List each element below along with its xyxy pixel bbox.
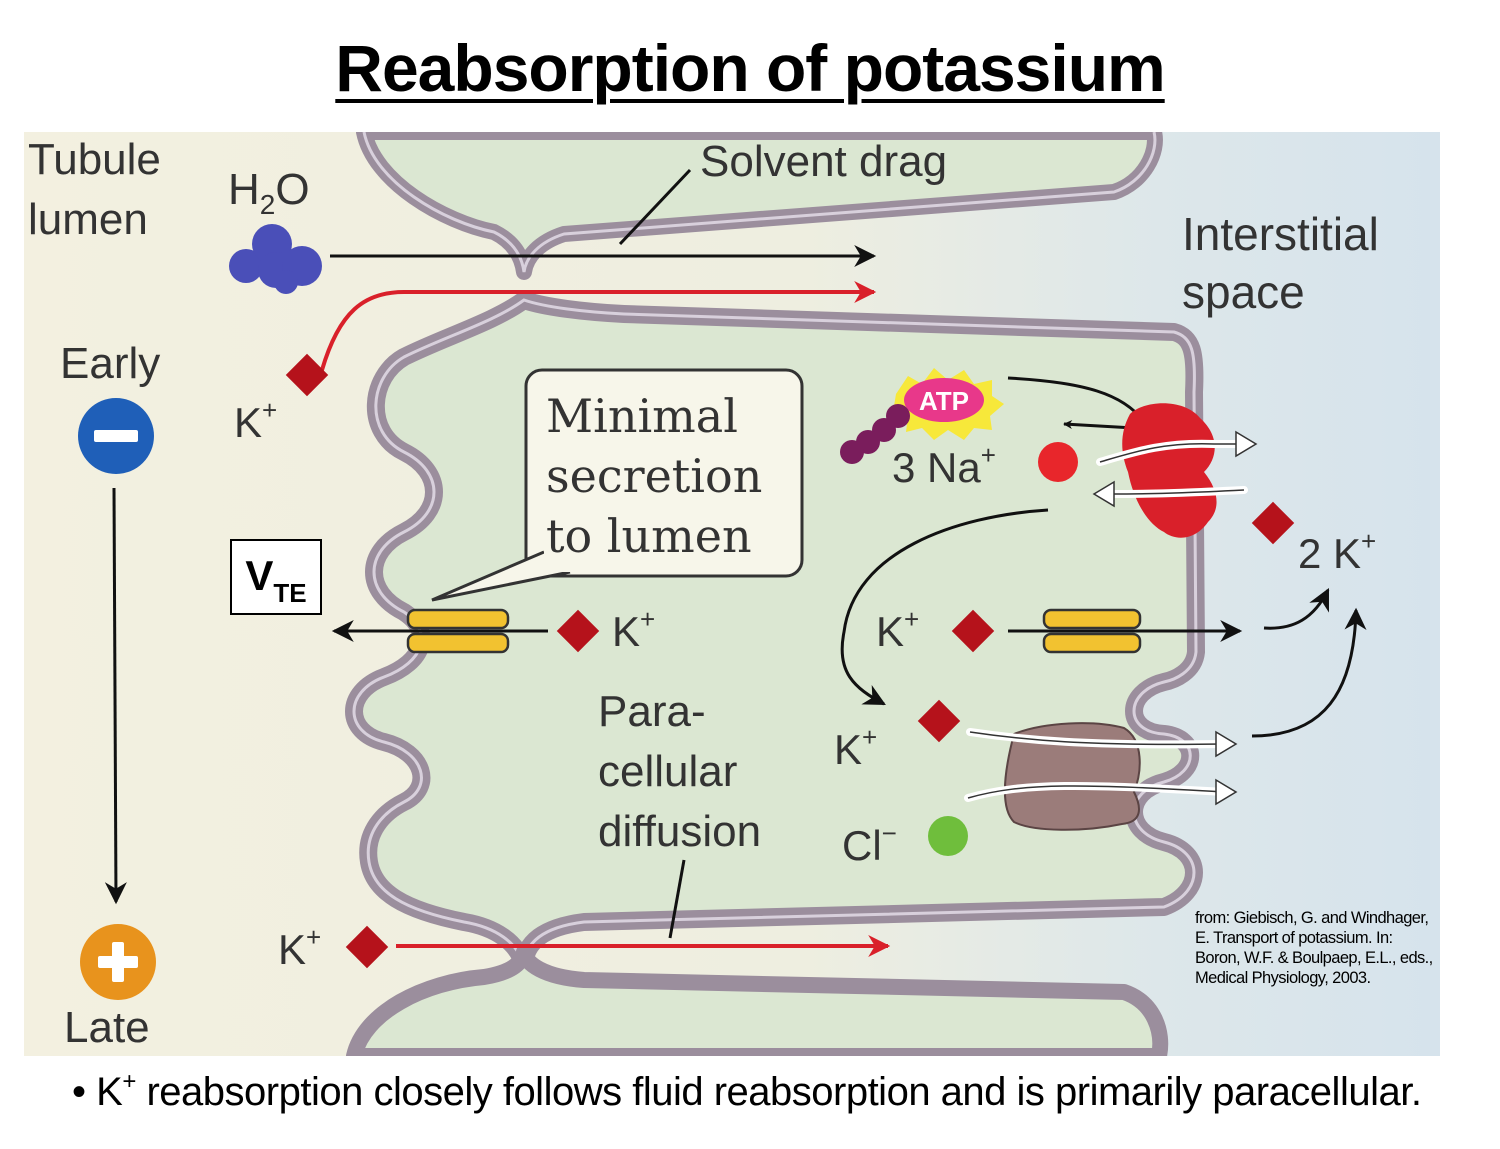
k-to-interstitium-arrow <box>1263 588 1330 630</box>
paracellular-label-3: diffusion <box>598 807 761 856</box>
early-label: Early <box>60 339 160 388</box>
kcl-cotransporter <box>1004 722 1141 831</box>
cl-ion-icon <box>928 816 968 856</box>
k-ion-label: K+ <box>612 604 655 655</box>
paracellular-label-2: cellular <box>598 747 737 796</box>
k-ion-label: K+ <box>278 922 321 973</box>
water-molecule-icon <box>229 224 322 294</box>
three-na-label: 3 Na+ <box>892 440 996 491</box>
late-label: Late <box>64 1003 150 1052</box>
na-k-pump <box>1122 403 1217 538</box>
h2o-label: H2O <box>228 165 310 220</box>
minimal-secretion-callout <box>524 368 804 578</box>
pump-atp-hydrolysis-arrow <box>1063 419 1135 430</box>
k-ion-label: K+ <box>876 604 919 655</box>
solvent-drag-label: Solvent drag <box>700 137 947 186</box>
summary-bullet: • K+ reabsorption closely follows fluid … <box>72 1068 1422 1115</box>
bottom-cell <box>346 944 1169 1056</box>
interstitial-space-label-2: space <box>1182 266 1305 318</box>
k-ion-icon <box>1251 501 1295 545</box>
paracellular-pointer <box>668 859 686 939</box>
minimal-secretion-label-3: to lumen <box>546 509 752 563</box>
tubule-lumen-label: Tubule <box>28 135 161 184</box>
basolateral-k-channel <box>1042 608 1142 654</box>
k-ion-label: K+ <box>834 722 877 773</box>
transepithelial-voltage-box: VTE <box>230 539 322 615</box>
tubule-lumen-label-2: lumen <box>28 195 148 244</box>
early-to-late-arrow <box>104 487 127 905</box>
k-solvent-drag-arrow <box>320 281 877 371</box>
cl-label: Cl− <box>842 818 897 869</box>
page-title: Reabsorption of potassium <box>335 31 1165 105</box>
kcl-k-to-interstitium-arrow <box>1251 607 1367 738</box>
citation: from: Giebisch, G. and Windhager, E. Tra… <box>1195 909 1433 987</box>
k-ion-label: K+ <box>234 395 277 446</box>
paracellular-label: Para- <box>598 687 706 736</box>
minimal-secretion-label: Minimal <box>546 389 738 443</box>
svg-text:ATP: ATP <box>919 386 969 416</box>
k-recycle-arrow <box>840 508 1049 706</box>
two-k-label: 2 K+ <box>1298 526 1376 577</box>
atp-icon: ATP <box>840 368 1004 464</box>
k-ion-icon <box>285 353 329 397</box>
minimal-secretion-label-2: secretion <box>546 449 762 503</box>
interstitial-space-label: Interstitial <box>1182 208 1379 260</box>
solvent-drag-pointer <box>618 168 692 246</box>
na-ion-icon <box>1038 442 1078 482</box>
luminal-k-channel <box>406 608 510 654</box>
potassium-transport-diagram: Tubule lumen Interstitial space H2O Solv… <box>24 132 1440 1056</box>
